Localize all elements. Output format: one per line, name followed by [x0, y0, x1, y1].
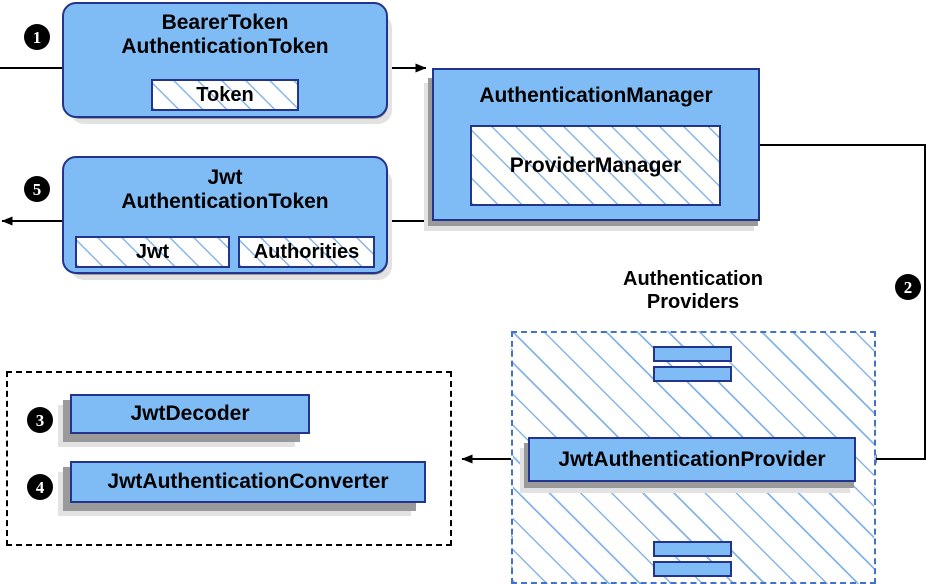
node-jwt-authentication-provider-label: JwtAuthenticationProvider	[558, 447, 826, 471]
node-jwt-decoder-label: JwtDecoder	[130, 402, 250, 426]
inner-box-provider-manager-label: ProviderManager	[509, 153, 682, 177]
step-badge-4: 4	[27, 474, 53, 500]
provider-stub-top-1	[653, 346, 732, 362]
node-jwt-decoder[interactable]: JwtDecoder	[70, 394, 310, 434]
group-authentication-providers-label: Authentication Providers	[623, 268, 763, 313]
node-jwt-authentication-token-label: Jwt AuthenticationToken	[121, 166, 329, 213]
node-jwt-authentication-converter-label: JwtAuthenticationConverter	[107, 470, 389, 494]
inner-box-authorities: Authorities	[238, 236, 375, 268]
inner-box-jwt: Jwt	[75, 236, 230, 268]
node-jwt-authentication-converter[interactable]: JwtAuthenticationConverter	[70, 461, 426, 503]
connector-manager-to-provider	[760, 144, 926, 464]
provider-stub-top-2	[653, 366, 732, 382]
step-badge-5: 5	[24, 176, 50, 202]
inner-box-provider-manager: ProviderManager	[470, 125, 721, 206]
inner-box-authorities-label: Authorities	[253, 240, 360, 263]
provider-stub-bottom-1	[653, 541, 732, 557]
inner-box-token: Token	[151, 79, 299, 111]
step-badge-2: 2	[895, 274, 921, 300]
inner-box-token-label: Token	[196, 83, 254, 106]
inner-box-jwt-label: Jwt	[135, 240, 170, 263]
provider-stub-bottom-2	[653, 561, 732, 577]
step-badge-1: 1	[24, 24, 50, 50]
node-jwt-authentication-provider[interactable]: JwtAuthenticationProvider	[528, 437, 856, 482]
node-bearer-token-label: BearerToken AuthenticationToken	[121, 11, 329, 58]
node-authentication-manager-label: AuthenticationManager	[479, 84, 713, 107]
step-badge-3: 3	[27, 407, 53, 433]
